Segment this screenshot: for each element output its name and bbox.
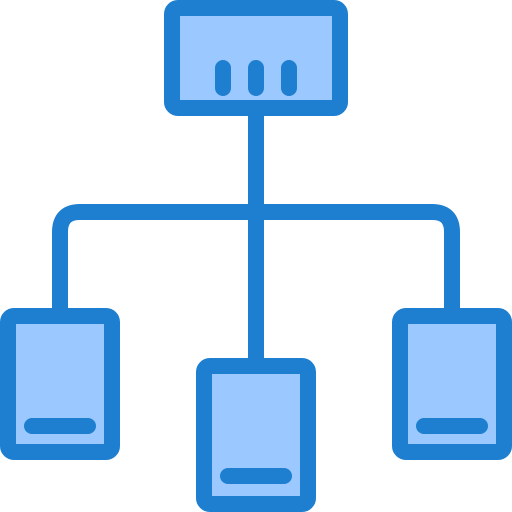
top-server-node <box>164 0 348 116</box>
left-device-slot <box>24 418 96 434</box>
right-device-slot <box>416 418 488 434</box>
indicator-slot-1 <box>215 60 231 96</box>
top-server-box <box>164 0 348 116</box>
center-device-node <box>196 358 316 512</box>
center-device-slot <box>220 468 292 484</box>
indicator-slot-2 <box>248 60 264 96</box>
right-device-node <box>392 308 512 460</box>
connector-branch <box>52 204 460 312</box>
left-device-node <box>0 308 120 460</box>
server-indicator-slots <box>215 60 297 96</box>
indicator-slot-3 <box>281 60 297 96</box>
connector-lines <box>52 104 460 370</box>
